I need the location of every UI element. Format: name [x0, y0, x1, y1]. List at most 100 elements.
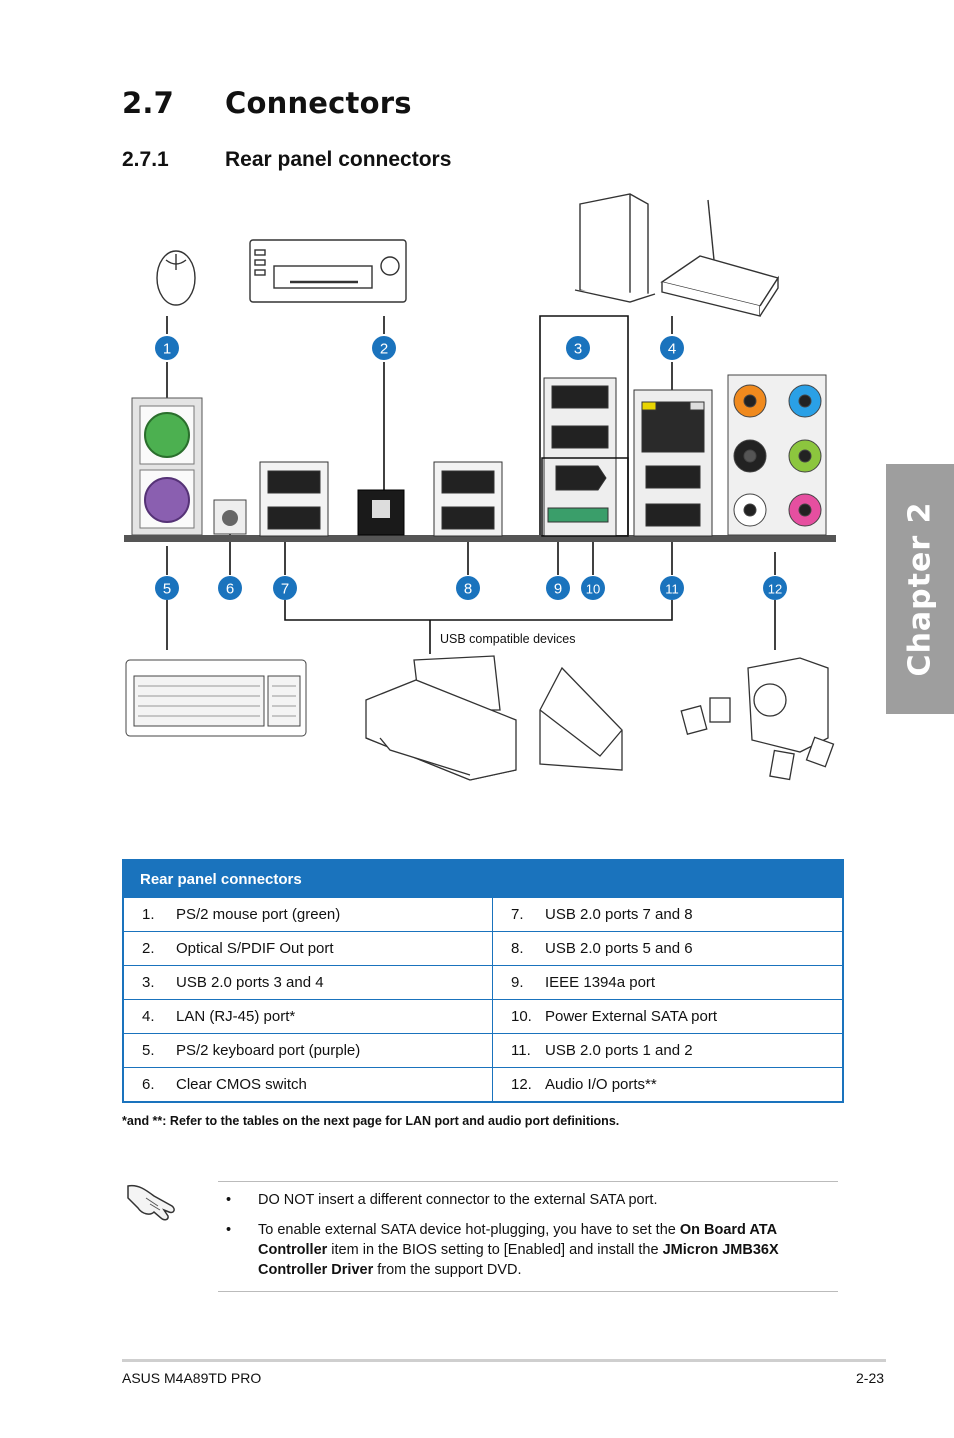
badge-1-label: 1 — [163, 341, 171, 358]
row-num: 3. — [142, 974, 155, 991]
badge-12: 12 — [763, 576, 787, 600]
page-number: 2-23 — [856, 1370, 885, 1386]
wifi-router-icon — [660, 199, 780, 317]
badge-8: 8 — [456, 576, 480, 600]
row-label: Power External SATA port — [545, 1008, 718, 1025]
badge-1: 1 — [155, 336, 179, 360]
chapter-tab: Chapter 2 — [886, 464, 954, 714]
row-label: PS/2 keyboard port (purple) — [176, 1042, 361, 1059]
badge-6: 6 — [218, 576, 242, 600]
row-label: PS/2 mouse port (green) — [176, 906, 341, 923]
table-cell-left: 6. Clear CMOS switch — [122, 1067, 493, 1103]
table-cell-right: 12. Audio I/O ports** — [492, 1067, 844, 1103]
table-row: 1. PS/2 mouse port (green) 7. USB 2.0 port… — [122, 897, 844, 932]
row-label: Clear CMOS switch — [176, 1076, 307, 1093]
table-row: 4. LAN (RJ-45) port* 10.Power External SA… — [122, 999, 844, 1034]
row-num: 1. — [142, 906, 155, 923]
mouse-icon — [156, 250, 196, 306]
subsection-title: 2.7.1 Rear panel connectors — [122, 148, 451, 172]
badge-10: 10 — [581, 576, 605, 600]
row-label: USB 2.0 ports 7 and 8 — [545, 906, 693, 923]
badge-3: 3 — [566, 336, 590, 360]
row-label: USB 2.0 ports 3 and 4 — [176, 974, 324, 991]
usb-1394-esata-stack — [541, 377, 629, 537]
section-number: 2.7 — [122, 86, 174, 120]
note-text-1: DO NOT insert a different connector to t… — [258, 1192, 658, 1208]
badge-2: 2 — [372, 336, 396, 360]
scanner-icon — [539, 666, 623, 771]
table-cell-right: 8. USB 2.0 ports 5 and 6 — [492, 931, 844, 966]
usb-devices-label: USB compatible devices — [440, 632, 575, 646]
subsection-number: 2.7.1 — [122, 148, 169, 171]
row-label: Audio I/O ports** — [545, 1076, 657, 1093]
bullet: • — [226, 1222, 232, 1238]
row-num: 8. — [511, 940, 524, 957]
row-num: 12. — [511, 1076, 532, 1093]
table-cell-left: 3. USB 2.0 ports 3 and 4 — [122, 965, 493, 1000]
board-edge — [124, 535, 836, 542]
row-num: 7. — [511, 906, 524, 923]
note-hand-icon — [127, 1184, 175, 1221]
row-num: 9. — [511, 974, 524, 991]
badge-12-label: 12 — [768, 582, 782, 597]
row-num: 6. — [142, 1076, 155, 1093]
badge-7: 7 — [273, 576, 297, 600]
note-top-rule — [218, 1181, 838, 1182]
audio-jacks — [727, 374, 827, 536]
lan-usb-stack — [633, 389, 713, 537]
badge-2-label: 2 — [380, 341, 388, 358]
note-text-2b: item in the BIOS setting to [Enabled] an… — [327, 1242, 663, 1258]
footnote: *and **: Refer to the tables on the next… — [122, 1114, 620, 1128]
table-row: 3. USB 2.0 ports 3 and 4 9. IEEE 1394a por… — [122, 965, 844, 1000]
usb-ports-7-8 — [259, 461, 329, 537]
table-cell-right: 9. IEEE 1394a port — [492, 965, 844, 1000]
badge-4: 4 — [660, 336, 684, 360]
note-bold-1: On Board ATA Controller — [258, 1222, 777, 1258]
table-cell-right: 7. USB 2.0 ports 7 and 8 — [492, 897, 844, 932]
optical-spdif-port — [357, 489, 405, 536]
chapter-tab-label: Chapter 2 — [902, 501, 938, 677]
printer-icon — [365, 655, 517, 781]
usb-drive-icon — [574, 193, 656, 303]
row-num: 11. — [511, 1042, 531, 1059]
row-label: USB 2.0 ports 1 and 2 — [545, 1042, 693, 1059]
table-cell-left: 5. PS/2 keyboard port (purple) — [122, 1033, 493, 1068]
section-title: 2.7 Connectors — [122, 86, 412, 120]
usb-ports-5-6 — [433, 461, 503, 537]
badge-7-label: 7 — [281, 581, 289, 598]
table-header: Rear panel connectors — [123, 860, 843, 898]
footer-rule — [122, 1359, 886, 1362]
badge-3-label: 3 — [574, 341, 582, 358]
row-label: USB 2.0 ports 5 and 6 — [545, 940, 693, 957]
badge-10-label: 10 — [586, 582, 600, 597]
note-item-1: • DO NOT insert a different connector to… — [218, 1190, 838, 1210]
row-label: IEEE 1394a port — [545, 974, 656, 991]
clear-cmos-switch — [213, 499, 247, 535]
speakers-icon — [680, 657, 835, 781]
keyboard-icon — [125, 659, 307, 737]
badge-6-label: 6 — [226, 581, 234, 598]
table-cell-right: 10.Power External SATA port — [492, 999, 844, 1034]
note-bottom-rule — [218, 1291, 838, 1292]
row-num: 5. — [142, 1042, 155, 1059]
table-cell-right: 11. USB 2.0 ports 1 and 2 — [492, 1033, 844, 1068]
table-row: 5. PS/2 keyboard port (purple) 11. USB 2.0… — [122, 1033, 844, 1068]
note-item-2: • To enable external SATA device hot-plu… — [218, 1220, 838, 1280]
note-text-2a: To enable external SATA device hot-plugg… — [258, 1222, 680, 1238]
badge-11: 11 — [660, 576, 684, 600]
subsection-title-text: Rear panel connectors — [225, 148, 452, 171]
badge-11-label: 11 — [665, 582, 679, 597]
row-label: Optical S/PDIF Out port — [176, 940, 334, 957]
row-label: LAN (RJ-45) port* — [176, 1008, 296, 1025]
rear-panel-table: Rear panel connectors 1. PS/2 mouse port … — [122, 859, 844, 1103]
table-cell-left: 1. PS/2 mouse port (green) — [122, 897, 493, 932]
badge-5-label: 5 — [163, 581, 171, 598]
note-box: • DO NOT insert a different connector to… — [218, 1190, 838, 1290]
table-cell-left: 4. LAN (RJ-45) port* — [122, 999, 493, 1034]
section-title-text: Connectors — [225, 86, 412, 120]
row-num: 4. — [142, 1008, 155, 1025]
badge-5: 5 — [155, 576, 179, 600]
badge-4-label: 4 — [668, 341, 676, 358]
bullet: • — [226, 1192, 232, 1208]
table-row: 2.Optical S/PDIF Out port 8.USB 2.0 port… — [122, 931, 844, 966]
